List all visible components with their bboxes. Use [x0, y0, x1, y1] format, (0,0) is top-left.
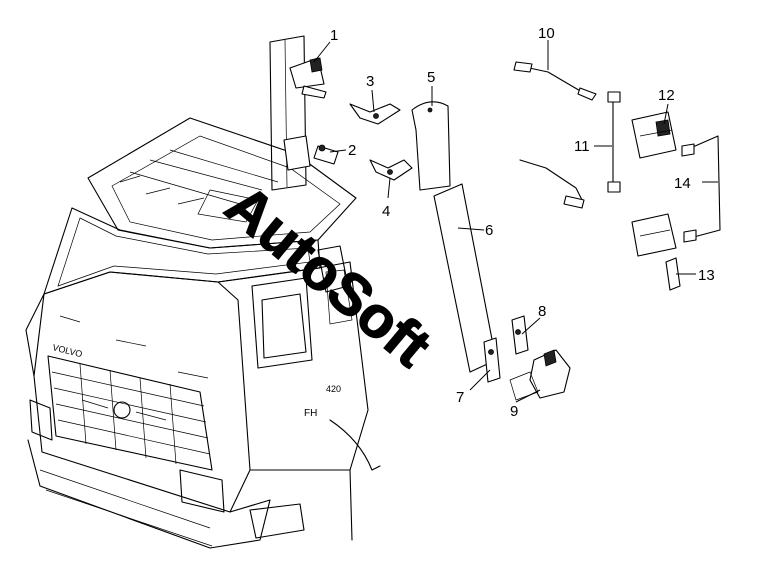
lock-unit-lower	[631, 213, 677, 257]
callout-6: 6	[485, 222, 493, 239]
part-3-bracket	[349, 103, 401, 125]
callout-2: 2	[348, 142, 356, 159]
part-7-latch-bracket	[483, 337, 501, 383]
callout-14: 14	[674, 175, 691, 192]
loose-rod	[519, 159, 585, 209]
callout-1: 1	[330, 27, 338, 44]
callout-11: 11	[574, 138, 590, 155]
part-8-latch-plate	[511, 315, 529, 355]
callout-8: 8	[538, 303, 546, 320]
truck-cab-illustration	[25, 35, 381, 549]
callout-3: 3	[366, 73, 374, 90]
part-5-panel	[411, 101, 451, 191]
part-2-hinge-pin	[283, 135, 339, 171]
part-1-bracket	[289, 57, 327, 99]
callout-13: 13	[698, 267, 715, 284]
part-11-rod	[607, 91, 621, 193]
callout-12: 12	[658, 87, 675, 104]
callout-4: 4	[382, 203, 390, 220]
part-12-lock-unit	[631, 111, 677, 159]
part-14-cable	[681, 135, 721, 243]
cab-model-badge: FH	[304, 408, 317, 419]
callout-10: 10	[538, 25, 555, 42]
part-9-lock-assembly	[509, 349, 571, 401]
volvo-badge-text: VOLVO	[52, 342, 84, 359]
part-4-bracket	[369, 159, 413, 181]
watermark-text: AutoSoft	[214, 172, 443, 379]
callout-9: 9	[510, 403, 518, 420]
leader-lines	[313, 40, 718, 403]
part-10-rod	[513, 61, 597, 101]
part-13-clip	[665, 257, 681, 291]
callout-7: 7	[456, 389, 464, 406]
callout-5: 5	[427, 69, 435, 86]
cab-model-number: 420	[326, 384, 341, 394]
